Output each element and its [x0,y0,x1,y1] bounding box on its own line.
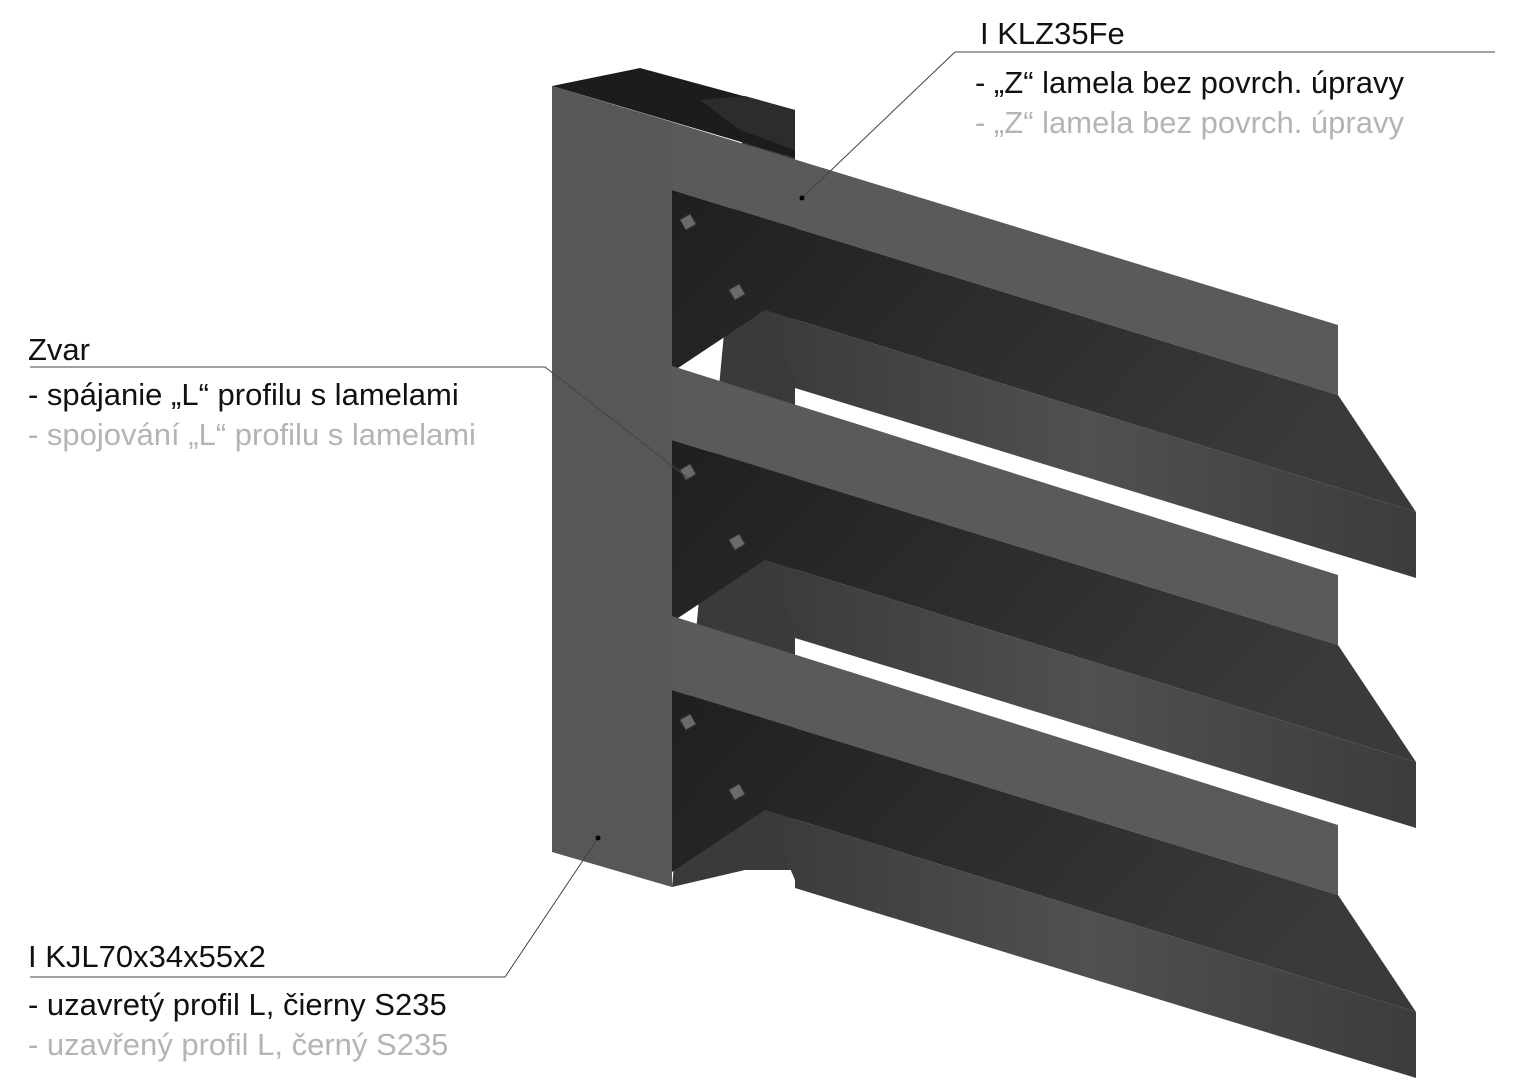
post-top-inner [700,96,795,150]
weld-code: Zvar [28,332,90,367]
leader-lamella [801,51,1495,199]
leader-weld [30,366,689,479]
post-top [552,68,795,158]
lamellas [672,122,1416,1078]
weld-point [679,463,697,481]
post-front [552,86,672,887]
weld-point [728,533,746,551]
lamella-front-band [672,616,1338,895]
weld-point [679,713,697,731]
lamella-inner-face [672,440,1416,762]
weld-point [728,783,746,801]
weld-point [728,283,746,301]
weld-point [679,213,697,231]
leader-dot [799,195,805,201]
lamella-lower-flange [765,560,1416,828]
profile-desc-sk: - uzavretý profil L, čierny S235 [28,987,447,1022]
profile-code: I KJL70x34x55x2 [28,939,266,974]
lamella-lower-flange [765,810,1416,1078]
lamella-front-band [672,122,1338,395]
lamella-inner-face [672,690,1416,1012]
lamella-desc-cz: - „Z“ lamela bez povrch. úpravy [975,105,1404,140]
leader-profile [30,837,599,978]
weld-desc-cz: - spojování „L“ profilu s lamelami [28,417,476,452]
lamella-desc-sk: - „Z“ lamela bez povrch. úpravy [975,65,1404,100]
lamella-lower-flange [765,310,1416,578]
leader-dot [595,835,601,841]
weld-desc-sk: - spájanie „L“ profilu s lamelami [28,377,459,412]
lamella-inner-face [672,190,1416,512]
lamella-front-band [672,366,1338,645]
profile-desc-cz: - uzavřený profil L, černý S235 [28,1027,449,1062]
lamella-code: I KLZ35Fe [980,16,1125,51]
